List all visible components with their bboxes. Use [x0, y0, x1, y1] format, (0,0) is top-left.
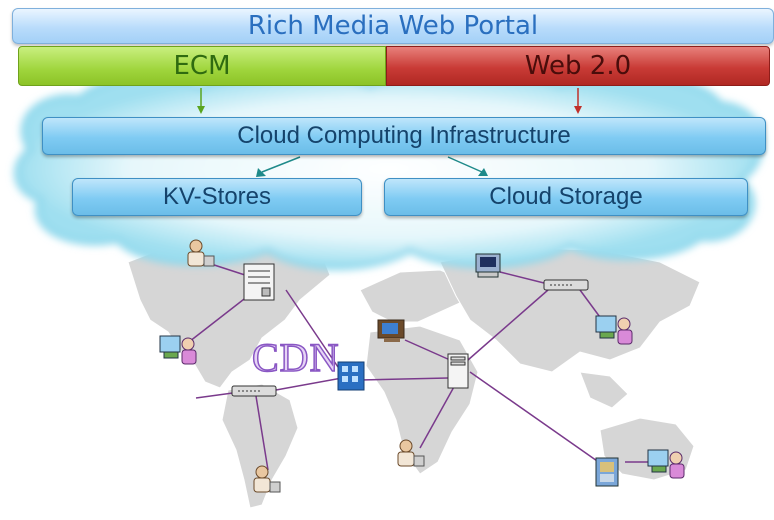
- user-at-desk-icon: [159, 335, 197, 365]
- kv-stores-box: KV-Stores: [72, 178, 362, 216]
- cdn-link: [469, 371, 611, 471]
- europe-shape: [359, 269, 471, 323]
- web20-label: Web 2.0: [524, 51, 632, 81]
- server-tower-icon: [447, 353, 469, 389]
- server-tower-icon: [243, 263, 275, 301]
- user-at-desk-icon: [187, 239, 215, 267]
- infrastructure-label: Cloud Computing Infrastructure: [237, 122, 571, 149]
- user-at-desk-icon: [253, 465, 281, 493]
- cdn-link: [404, 339, 451, 361]
- user-at-desk-icon: [397, 439, 425, 467]
- rich-media-portal-bar: Rich Media Web Portal: [12, 8, 774, 44]
- arrow-infrastructure-to-kv-stores: [256, 156, 301, 177]
- cdn-label: CDN: [251, 334, 340, 381]
- southeast-asia-shape: [579, 371, 629, 409]
- desktop-computer-icon: [377, 319, 405, 342]
- cloud-storage-label: Cloud Storage: [489, 183, 643, 210]
- arrow-web20-to-infrastructure: [574, 88, 582, 114]
- building-icon: [337, 361, 365, 391]
- cloud-infrastructure-bar: Cloud Computing Infrastructure: [42, 117, 766, 155]
- ecm-label: ECM: [173, 51, 231, 81]
- portal-label: Rich Media Web Portal: [247, 11, 539, 41]
- network-switch-icon: [231, 385, 277, 397]
- user-at-desk-icon: [647, 449, 685, 479]
- cloud-storage-box: Cloud Storage: [384, 178, 748, 216]
- cdn-link: [467, 289, 549, 361]
- user-at-desk-icon: [595, 315, 633, 345]
- cdn-link: [499, 271, 549, 285]
- network-switch-icon: [543, 279, 589, 291]
- arrow-ecm-to-infrastructure: [197, 88, 205, 114]
- ecm-bar: ECM: [18, 46, 386, 86]
- cloud-shape: [14, 67, 765, 271]
- kv-stores-label: KV-Stores: [162, 183, 272, 210]
- cdn-link: [419, 384, 456, 449]
- laptop-user-icon: [595, 457, 619, 487]
- arrow-infrastructure-to-cloud-storage: [447, 156, 488, 176]
- cdn-link: [285, 289, 341, 371]
- cdn-link: [359, 377, 449, 381]
- cdn-link: [254, 389, 269, 471]
- cdn-link: [264, 377, 343, 393]
- cdn-link: [184, 295, 249, 346]
- computer-terminal-icon: [475, 253, 501, 278]
- web20-bar: Web 2.0: [386, 46, 770, 86]
- cdn-links: [184, 261, 650, 471]
